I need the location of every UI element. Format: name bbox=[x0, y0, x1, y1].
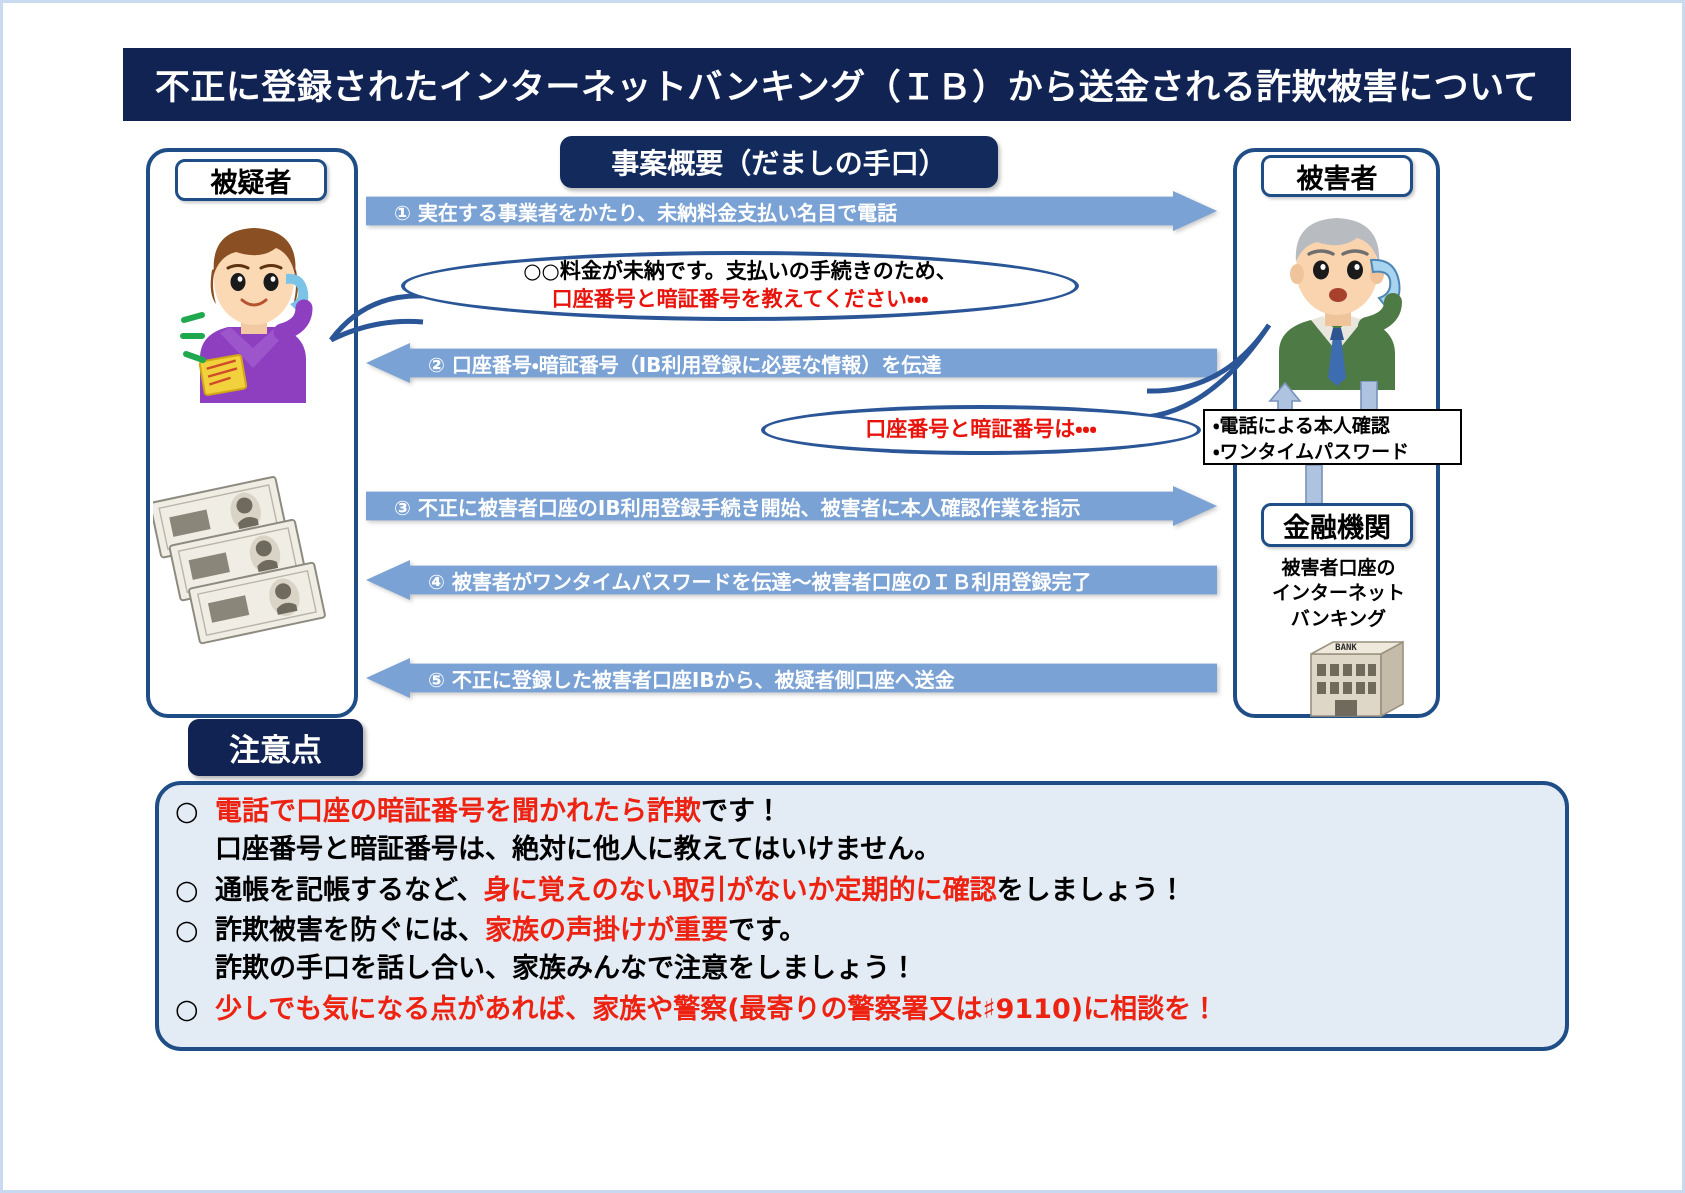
bank-description-line3: バンキング bbox=[1290, 607, 1387, 630]
warning-note-line: 通帳を記帳するなど、身に覚えのない取引がないか定期的に確認をしましょう！ bbox=[215, 872, 1555, 910]
warning-note-item: ○ 少しでも気になる点があれば、家族や警察(最寄りの警察署又は♯9110)に相談を… bbox=[175, 991, 1555, 1029]
auth-method-line2: ・ワンタイムパスワード bbox=[1213, 440, 1410, 463]
warning-note-segment: をしましょう！ bbox=[996, 874, 1186, 906]
warning-note-segment: 詐欺被害を防ぐには、 bbox=[215, 914, 485, 946]
warning-note-body: 電話で口座の暗証番号を聞かれたら詐欺です！口座番号と暗証番号は、絶対に他人に教え… bbox=[215, 793, 1555, 870]
auth-method-note: ・電話による本人確認 ・ワンタイムパスワード bbox=[1203, 409, 1462, 465]
flow-arrow-step5: ⑤ 不正に登録した被害者口座IBから、被疑者側口座へ送金 bbox=[366, 658, 1217, 698]
bank-label: 金融機関 bbox=[1261, 503, 1413, 547]
suspect-speech-line2: 口座番号と暗証番号を教えてください・・・ bbox=[551, 287, 929, 311]
victim-speech-line1: 口座番号と暗証番号は・・・ bbox=[865, 417, 1097, 442]
flow-arrow-step4: ④ 被害者がワンタイムパスワードを伝達～被害者口座のＩＢ利用登録完了 bbox=[366, 560, 1217, 600]
suspect-illustration-icon bbox=[180, 228, 313, 403]
flow-arrow-step4-label: ④ 被害者がワンタイムパスワードを伝達～被害者口座のＩＢ利用登録完了 bbox=[428, 569, 1092, 594]
warning-note-item: ○電話で口座の暗証番号を聞かれたら詐欺です！口座番号と暗証番号は、絶対に他人に教… bbox=[175, 793, 1555, 870]
warning-note-segment: 家族の声掛けが重要 bbox=[485, 914, 728, 946]
victim-label-text: 被害者 bbox=[1296, 163, 1378, 195]
flow-arrow-step2-shape bbox=[366, 343, 1217, 383]
cash-bundles-icon bbox=[153, 476, 326, 645]
auth-up-arrow-icon bbox=[1268, 381, 1302, 423]
warning-note-segment: 電話で口座の暗証番号を聞かれたら詐欺 bbox=[215, 796, 701, 827]
flow-arrow-step5-shape bbox=[366, 658, 1217, 698]
bank-description-line1: 被害者口座の bbox=[1281, 557, 1396, 579]
victim-illustration-icon bbox=[1279, 218, 1402, 390]
warning-note-segment: 少しでも気になる点があれば、家族や警察(最寄りの警察署又は♯9110)に相談を！ bbox=[215, 993, 1219, 1025]
page-title-bar: 不正に登録されたインターネットバンキング（ＩＢ）から送金される詐欺被害について bbox=[123, 48, 1571, 121]
warning-note-line: 少しでも気になる点があれば、家族や警察(最寄りの警察署又は♯9110)に相談を！ bbox=[215, 991, 1555, 1029]
bank-up-bar-icon bbox=[1305, 465, 1323, 507]
warning-note-item: ○詐欺被害を防ぐには、家族の声掛けが重要です。詐欺の手口を話し合い、家族みんなで… bbox=[175, 912, 1555, 989]
bank-label-text: 金融機関 bbox=[1283, 512, 1391, 544]
warning-note-bullet-icon: ○ bbox=[175, 874, 199, 906]
warning-note-bullet-icon: ○ bbox=[175, 914, 199, 946]
flow-arrow-step2: ② 口座番号・暗証番号（IB利用登録に必要な情報）を伝達 bbox=[366, 343, 1217, 383]
warning-notes-list: ○電話で口座の暗証番号を聞かれたら詐欺です！口座番号と暗証番号は、絶対に他人に教… bbox=[175, 787, 1555, 1031]
warning-note-body: 詐欺被害を防ぐには、家族の声掛けが重要です。詐欺の手口を話し合い、家族みんなで注… bbox=[215, 912, 1555, 989]
bank-building-icon: BANK bbox=[1310, 640, 1404, 718]
suspect-speech-bubble: ○○料金が未納です。支払いの手続きのため、 口座番号と暗証番号を教えてください・… bbox=[401, 251, 1079, 321]
warning-note-body: 少しでも気になる点があれば、家族や警察(最寄りの警察署又は♯9110)に相談を！ bbox=[215, 991, 1555, 1029]
warning-note-segment: 身に覚えのない取引がないか定期的に確認 bbox=[483, 874, 997, 906]
bank-building-sign: BANK bbox=[1335, 643, 1357, 653]
warning-note-body: 通帳を記帳するなど、身に覚えのない取引がないか定期的に確認をしましょう！ bbox=[215, 872, 1555, 910]
victim-speech-bubble: 口座番号と暗証番号は・・・ bbox=[761, 405, 1201, 455]
warning-note-segment: 通帳を記帳するなど、 bbox=[215, 874, 484, 906]
victim-label: 被害者 bbox=[1261, 155, 1413, 197]
warning-notes-box bbox=[155, 781, 1569, 1051]
page-title: 不正に登録されたインターネットバンキング（ＩＢ）から送金される詐欺被害について bbox=[154, 68, 1540, 108]
warning-note-segment: です！ bbox=[701, 796, 782, 827]
flow-arrow-step1-shape bbox=[366, 191, 1217, 231]
bank-description-line2: インターネット bbox=[1271, 582, 1405, 605]
warning-note-segment: です。 bbox=[728, 914, 807, 946]
warning-notes-heading: 注意点 bbox=[188, 719, 363, 776]
warning-note-line: 電話で口座の暗証番号を聞かれたら詐欺です！ bbox=[215, 793, 1555, 831]
flow-arrow-step2-label: ② 口座番号・暗証番号（IB利用登録に必要な情報）を伝達 bbox=[428, 352, 942, 377]
flow-arrow-step4-shape bbox=[366, 560, 1217, 600]
flow-arrow-step3: ③ 不正に被害者口座のIB利用登録手続き開始、被害者に本人確認作業を指示 bbox=[366, 486, 1217, 526]
case-summary-heading: 事案概要（だましの手口） bbox=[560, 136, 998, 188]
flow-arrow-step5-label: ⑤ 不正に登録した被害者口座IBから、被疑者側口座へ送金 bbox=[428, 667, 955, 692]
auth-method-line1: ・電話による本人確認 bbox=[1213, 415, 1390, 437]
warning-note-line: 口座番号と暗証番号は、絶対に他人に教えてはいけません。 bbox=[215, 831, 1555, 869]
warning-note-line: 詐欺の手口を話し合い、家族みんなで注意をしましょう！ bbox=[215, 950, 1555, 988]
warning-note-segment: 詐欺の手口を話し合い、家族みんなで注意をしましょう！ bbox=[215, 953, 917, 985]
warning-note-item: ○ 通帳を記帳するなど、身に覚えのない取引がないか定期的に確認をしましょう！ bbox=[175, 872, 1555, 910]
flow-arrow-step1-label: ① 実在する事業者をかたり、未納料金支払い名目で電話 bbox=[394, 200, 898, 225]
warning-note-bullet-icon: ○ bbox=[175, 993, 199, 1025]
victim-bubble-tail bbox=[1146, 323, 1272, 420]
warning-note-segment: 口座番号と暗証番号は、絶対に他人に教えてはいけません。 bbox=[215, 834, 942, 866]
suspect-label-text: 被疑者 bbox=[210, 167, 292, 199]
suspect-bubble-tail bbox=[328, 293, 424, 343]
flow-arrow-step3-shape bbox=[366, 486, 1217, 526]
warning-note-line: 詐欺被害を防ぐには、家族の声掛けが重要です。 bbox=[215, 912, 1555, 950]
suspect-label: 被疑者 bbox=[175, 159, 327, 201]
suspect-speech-line1: ○○料金が未納です。支払いの手続きのため、 bbox=[523, 259, 957, 284]
flow-arrow-step3-label: ③ 不正に被害者口座のIB利用登録手続き開始、被害者に本人確認作業を指示 bbox=[394, 495, 1081, 520]
warning-notes-heading-label: 注意点 bbox=[229, 733, 322, 769]
warning-note-bullet-icon: ○ bbox=[175, 796, 199, 827]
flow-arrow-step1: ① 実在する事業者をかたり、未納料金支払い名目で電話 bbox=[366, 191, 1217, 231]
bank-description: 被害者口座の インターネット バンキング bbox=[1251, 556, 1426, 632]
case-summary-heading-label: 事案概要（だましの手口） bbox=[611, 147, 947, 180]
